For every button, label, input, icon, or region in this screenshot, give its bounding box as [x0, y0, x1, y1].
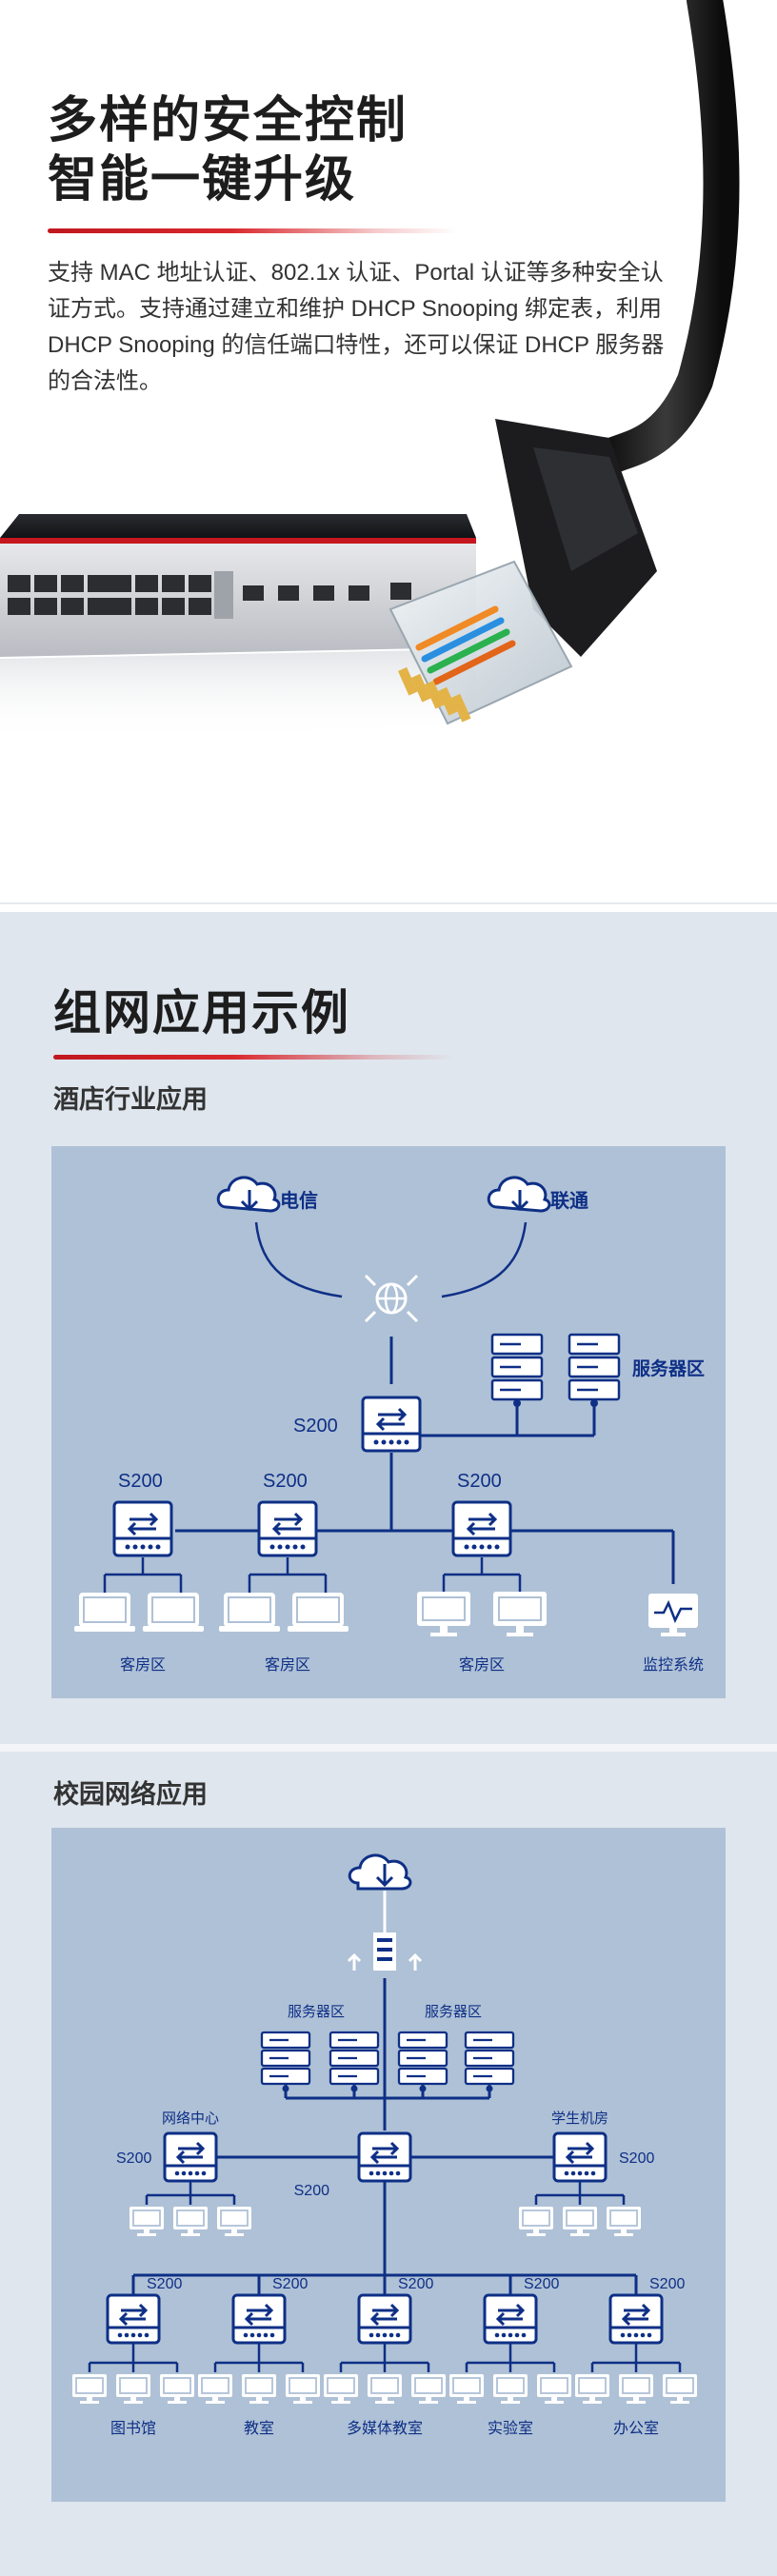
pc-icon [241, 2373, 277, 2405]
pc-icon [159, 2373, 195, 2405]
access-switch-label: S200 [272, 2276, 308, 2292]
networking-examples-section: 组网应用示例 酒店行业应用 [0, 912, 777, 2576]
pc-icon [367, 2373, 403, 2405]
switch-icon [361, 1396, 422, 1453]
pc-icon [115, 2373, 151, 2405]
switch-icon [163, 2131, 218, 2183]
access-switch-label: S200 [649, 2276, 685, 2292]
pc-icon [536, 2373, 572, 2405]
hero-title-line-1: 多样的安全控制 [48, 93, 408, 149]
zone-label: 客房区 [459, 1656, 505, 1674]
server-icon [329, 2031, 380, 2086]
switch-icon [106, 2293, 161, 2345]
pc-icon [606, 2206, 642, 2237]
monitor-icon [492, 1591, 548, 1637]
hotel-heading: 酒店行业应用 [53, 1085, 208, 1114]
access-pcs [71, 2373, 698, 2405]
section-divider [0, 902, 777, 904]
laptop-icon [142, 1593, 205, 1633]
hotel-network-diagram: 电信 联通 服务器区 S200 [51, 1146, 726, 1698]
zone-label: 客房区 [265, 1656, 310, 1674]
server-icon [464, 2031, 515, 2086]
zone-label: 实验室 [488, 2420, 533, 2437]
pc-icon [172, 2206, 209, 2237]
switch-icon [231, 2293, 287, 2345]
pc-icon [285, 2373, 321, 2405]
pc-icon [197, 2373, 233, 2405]
cloud-icon [216, 1176, 281, 1213]
cloud-label-unicom: 联通 [550, 1190, 588, 1212]
server-zone-label: 服务器区 [425, 2004, 482, 2020]
globe-icon [364, 1274, 419, 1323]
cloud-label-telecom: 电信 [280, 1189, 318, 1212]
laptop-icon [218, 1593, 281, 1633]
panel-divider [0, 1744, 777, 1752]
switch-ports [8, 575, 411, 615]
zone-label: 多媒体教室 [347, 2420, 423, 2437]
pc-icon [448, 2373, 485, 2405]
pc-icon [492, 2373, 528, 2405]
access-switch-label: S200 [457, 1471, 502, 1492]
core-switch-label: S200 [293, 1416, 338, 1437]
access-switch-label: S200 [398, 2276, 433, 2292]
campus-heading: 校园网络应用 [53, 1780, 208, 1809]
pc-icon [574, 2373, 610, 2405]
access-switch-label: S200 [263, 1471, 308, 1492]
right-switch-label: S200 [619, 2150, 654, 2167]
switch-icon [552, 2131, 608, 2183]
pc-icon [216, 2206, 252, 2237]
hero-section: 多样的安全控制 智能一键升级 支持 MAC 地址认证、802.1x 认证、Por… [0, 0, 777, 902]
left-switch-label: S200 [116, 2150, 151, 2167]
pc-icon [562, 2206, 598, 2237]
pc-icon [518, 2206, 554, 2237]
zone-label: 办公室 [613, 2420, 659, 2437]
campus-network-diagram: 服务器区 服务器区 S200 网络中心 学生机房 [51, 1828, 726, 2502]
server-icon [490, 1333, 544, 1401]
switch-icon [357, 2293, 412, 2345]
cloud-icon [348, 1853, 412, 1891]
pc-icon [323, 2373, 359, 2405]
monitor-icon [416, 1591, 471, 1637]
pc-icon [618, 2373, 654, 2405]
pc-icon [410, 2373, 447, 2405]
access-switch-label: S200 [147, 2276, 182, 2292]
switch-icon [608, 2293, 664, 2345]
switch-icon [357, 2131, 412, 2183]
section-title: 组网应用示例 [53, 986, 350, 1040]
server-icon [260, 2031, 311, 2086]
switch-icon [112, 1500, 173, 1557]
pc-icon [129, 2206, 165, 2237]
section-title-underline [53, 1055, 453, 1060]
zone-label: 图书馆 [110, 2420, 156, 2437]
pc-icon [662, 2373, 698, 2405]
switch-icon [257, 1500, 318, 1557]
laptop-icon [287, 1593, 349, 1633]
server-zone-label: 服务器区 [632, 1357, 705, 1379]
firewall-icon [347, 1913, 423, 1971]
server-icon [397, 2031, 448, 2086]
monitoring-icon [648, 1594, 698, 1636]
server-zone-label: 服务器区 [288, 2004, 345, 2020]
switch-and-cable-illustration [0, 0, 740, 743]
zone-label: 监控系统 [643, 1656, 704, 1674]
hero-title-line-2: 智能一键升级 [48, 152, 357, 208]
access-switch-label: S200 [118, 1471, 163, 1492]
student-lab-label: 学生机房 [551, 2110, 608, 2127]
laptop-icon [73, 1593, 136, 1633]
access-switch-label: S200 [524, 2276, 559, 2292]
hero-description: 支持 MAC 地址认证、802.1x 认证、Portal 认证等多种安全认证方式… [48, 260, 665, 394]
plug-wires [415, 605, 516, 685]
pc-icon [71, 2373, 108, 2405]
zone-label: 客房区 [120, 1656, 166, 1674]
core-switch-label: S200 [294, 2183, 329, 2199]
zone-label: 教室 [244, 2420, 274, 2437]
switch-icon [451, 1500, 512, 1557]
switch-icon [483, 2293, 538, 2345]
plug-pins [397, 666, 471, 723]
server-icon [568, 1333, 621, 1401]
network-center-label: 网络中心 [162, 2110, 219, 2127]
title-underline [48, 228, 457, 233]
cloud-icon [487, 1176, 551, 1213]
